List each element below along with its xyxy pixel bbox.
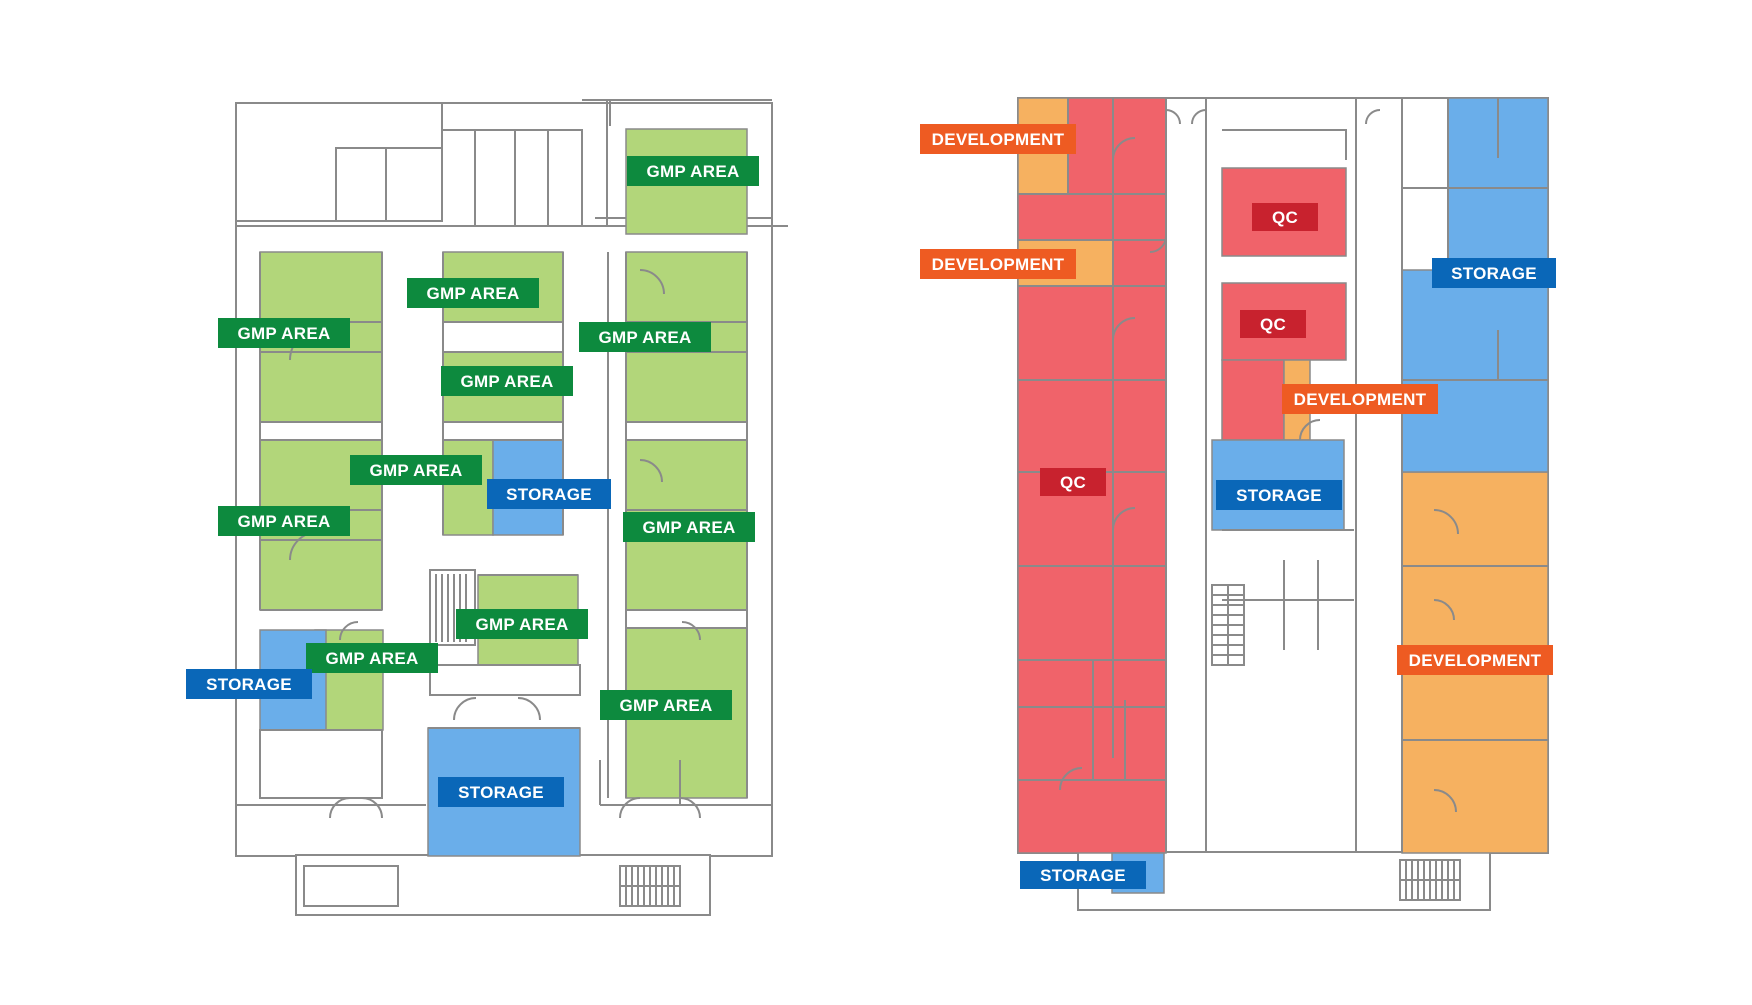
label-development-1-text: DEVELOPMENT: [932, 130, 1065, 149]
label-gmp-area-9-text: GMP AREA: [475, 615, 568, 634]
label-storage-5-text: STORAGE: [1236, 486, 1322, 505]
label-development-1-bg: [920, 124, 1076, 154]
right-stairs-center: [1211, 584, 1245, 666]
label-development-3-bg: [1282, 384, 1438, 414]
label-gmp-area-5-text: GMP AREA: [460, 372, 553, 391]
label-storage-2-text: STORAGE: [206, 675, 292, 694]
label-gmp-area-9-bg: [456, 609, 588, 639]
label-storage-2: STORAGE: [186, 669, 312, 699]
label-gmp-area-6-text: GMP AREA: [369, 461, 462, 480]
label-development-2-text: DEVELOPMENT: [932, 255, 1065, 274]
label-gmp-area-8-text: GMP AREA: [642, 518, 735, 537]
label-development-2-bg: [920, 249, 1076, 279]
label-storage-3-text: STORAGE: [458, 783, 544, 802]
label-storage-6: STORAGE: [1020, 861, 1146, 889]
label-gmp-area-6-bg: [350, 455, 482, 485]
label-gmp-area-8: GMP AREA: [623, 512, 755, 542]
label-gmp-area-11-text: GMP AREA: [619, 696, 712, 715]
label-development-4: DEVELOPMENT: [1397, 645, 1553, 675]
label-development-3-text: DEVELOPMENT: [1294, 390, 1427, 409]
label-qc-1-bg: [1252, 203, 1318, 231]
label-storage-5: STORAGE: [1216, 480, 1342, 510]
label-qc-2: QC: [1240, 310, 1306, 338]
label-qc-1-text: QC: [1272, 208, 1298, 227]
label-qc-1: QC: [1252, 203, 1318, 231]
label-storage-1-bg: [487, 479, 611, 509]
label-gmp-area-10-bg: [306, 643, 438, 673]
label-gmp-area-9: GMP AREA: [456, 609, 588, 639]
label-qc-3-bg: [1040, 468, 1106, 496]
label-gmp-area-1-text: GMP AREA: [646, 162, 739, 181]
label-gmp-area-2-text: GMP AREA: [426, 284, 519, 303]
label-gmp-area-5-bg: [441, 366, 573, 396]
label-qc-2-text: QC: [1260, 315, 1286, 334]
label-qc-3: QC: [1040, 468, 1106, 496]
label-gmp-area-2: GMP AREA: [407, 278, 539, 308]
label-gmp-area-7: GMP AREA: [218, 506, 350, 536]
gmp-zone-center-lower: [442, 439, 494, 536]
label-gmp-area-1: GMP AREA: [627, 156, 759, 186]
label-gmp-area-6: GMP AREA: [350, 455, 482, 485]
label-qc-2-bg: [1240, 310, 1306, 338]
left-stairs-bottom: [619, 865, 681, 907]
label-storage-2-bg: [186, 669, 312, 699]
label-gmp-area-11: GMP AREA: [600, 690, 732, 720]
label-gmp-area-1-bg: [627, 156, 759, 186]
label-storage-1-text: STORAGE: [506, 485, 592, 504]
label-storage-3-bg: [438, 777, 564, 807]
label-storage-6-bg: [1020, 861, 1146, 889]
label-gmp-area-7-bg: [218, 506, 350, 536]
label-storage-4: STORAGE: [1432, 258, 1556, 288]
label-development-4-bg: [1397, 645, 1553, 675]
label-gmp-area-10-text: GMP AREA: [325, 649, 418, 668]
label-storage-3: STORAGE: [438, 777, 564, 807]
label-gmp-area-2-bg: [407, 278, 539, 308]
label-storage-1: STORAGE: [487, 479, 611, 509]
right-stairs-bottom: [1399, 859, 1461, 901]
label-storage-5-bg: [1216, 480, 1342, 510]
storage-zone-right-mid: [1401, 269, 1549, 473]
label-development-4-text: DEVELOPMENT: [1409, 651, 1542, 670]
label-gmp-area-7-text: GMP AREA: [237, 512, 330, 531]
label-qc-3-text: QC: [1060, 473, 1086, 492]
label-gmp-area-3-bg: [218, 318, 350, 348]
label-storage-4-text: STORAGE: [1451, 264, 1537, 283]
label-development-3: DEVELOPMENT: [1282, 384, 1438, 414]
label-development-2: DEVELOPMENT: [920, 249, 1076, 279]
label-gmp-area-4: GMP AREA: [579, 322, 711, 352]
label-gmp-area-10: GMP AREA: [306, 643, 438, 673]
label-gmp-area-5: GMP AREA: [441, 366, 573, 396]
label-gmp-area-11-bg: [600, 690, 732, 720]
label-gmp-area-3: GMP AREA: [218, 318, 350, 348]
label-gmp-area-4-text: GMP AREA: [598, 328, 691, 347]
label-storage-6-text: STORAGE: [1040, 866, 1126, 885]
left-annex-room: [303, 865, 399, 907]
left-room-top-b: [335, 147, 443, 222]
label-development-1: DEVELOPMENT: [920, 124, 1076, 154]
label-gmp-area-4-bg: [579, 322, 711, 352]
label-gmp-area-3-text: GMP AREA: [237, 324, 330, 343]
right-storage-zones: [1111, 97, 1549, 894]
qc-zone-center-low: [1221, 359, 1285, 441]
label-storage-4-bg: [1432, 258, 1556, 288]
label-gmp-area-8-bg: [623, 512, 755, 542]
